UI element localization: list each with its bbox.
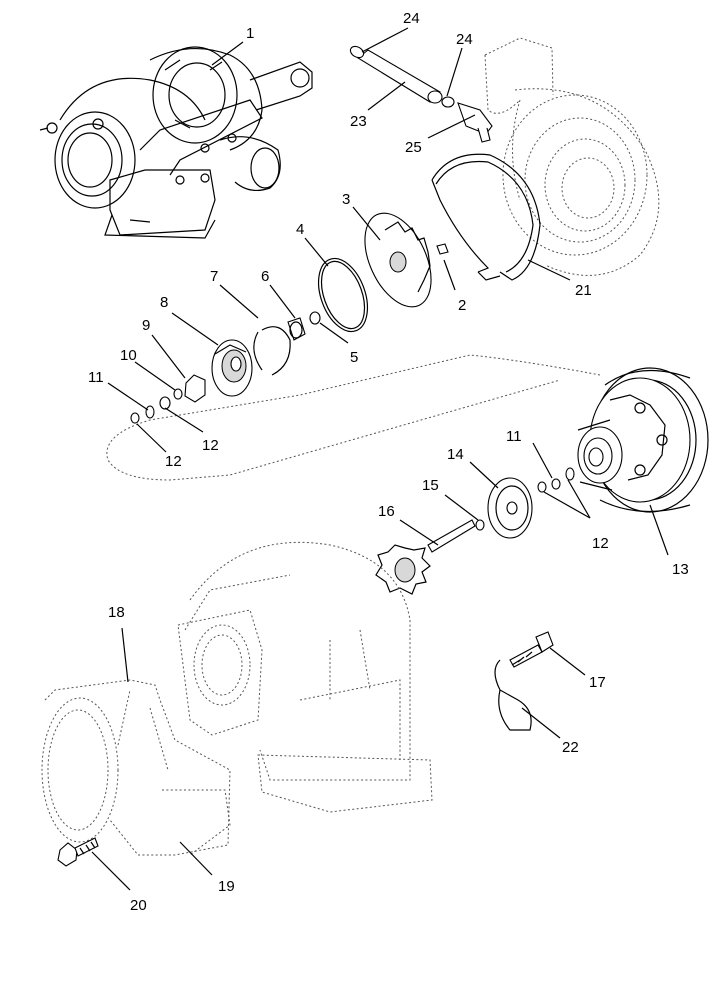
leader-lines: [91, 27, 669, 891]
center-housing-13: [537, 367, 709, 513]
callout-10: 10: [120, 347, 137, 364]
callout-12-left-a: 12: [202, 437, 219, 454]
turbocharger-assembly: [39, 46, 313, 239]
callout-25: 25: [405, 139, 422, 156]
exhaust-adapter-18: [41, 679, 231, 856]
callout-1: 1: [246, 25, 254, 42]
callout-24-top: 24: [403, 10, 420, 27]
callout-15: 15: [422, 477, 439, 494]
callout-16: 16: [378, 503, 395, 520]
callout-20: 20: [130, 897, 147, 914]
callout-3: 3: [342, 191, 350, 208]
turbine-shaft-group: [375, 477, 533, 595]
ghost-turbine-housing-lower: [177, 541, 433, 813]
callout-7: 7: [210, 268, 218, 285]
callout-13: 13: [672, 561, 689, 578]
callout-17: 17: [589, 674, 606, 691]
callout-11-right: 11: [506, 428, 522, 445]
callout-24-right: 24: [456, 31, 473, 48]
clamp-ring-21: [431, 153, 541, 281]
callout-4: 4: [296, 221, 304, 238]
callout-22: 22: [562, 739, 579, 756]
callout-6: 6: [261, 268, 269, 285]
ghost-bearing-outline: [106, 354, 601, 481]
callout-12-left-b: 12: [165, 453, 182, 470]
callout-9: 9: [142, 317, 150, 334]
callout-11-left: 11: [88, 369, 104, 386]
hardware-group: [57, 631, 554, 867]
callout-21: 21: [575, 282, 592, 299]
callout-5: 5: [350, 349, 358, 366]
callout-8: 8: [160, 294, 168, 311]
thrust-bearing-group: [130, 339, 253, 424]
compressor-wheel-group: [253, 212, 449, 376]
callout-2: 2: [458, 297, 466, 314]
callout-23: 23: [350, 113, 367, 130]
callout-labels: 1 2 3 4 5 6 7 8 9 10 11 12 12 11 12 13 1…: [88, 10, 689, 914]
oil-line-assembly: [349, 45, 493, 143]
callout-19: 19: [218, 878, 235, 895]
callout-14: 14: [447, 446, 464, 463]
callout-18: 18: [108, 604, 125, 621]
callout-12-right: 12: [592, 535, 609, 552]
ghost-turbine-housing-top: [484, 37, 660, 276]
